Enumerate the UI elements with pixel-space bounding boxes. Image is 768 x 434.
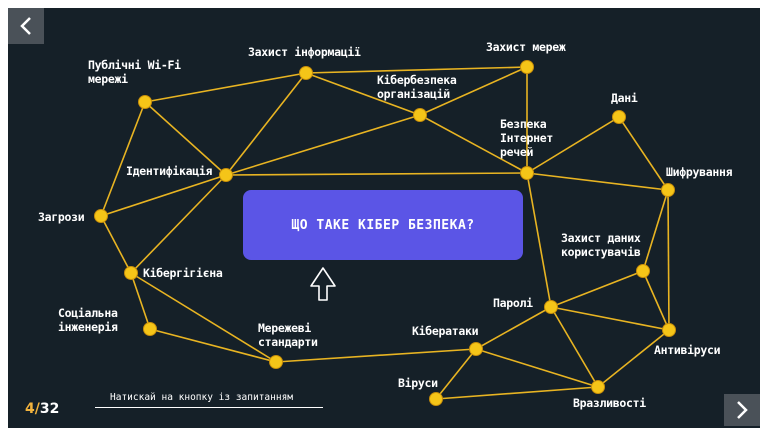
node-label-org: Кібербезпека організацій bbox=[377, 73, 457, 101]
graph-node-hygiene bbox=[124, 266, 138, 280]
graph-node-iot bbox=[520, 166, 534, 180]
network-graph bbox=[94, 60, 676, 406]
graph-edge bbox=[419, 114, 528, 174]
graph-edge bbox=[419, 66, 528, 116]
graph-edge bbox=[475, 348, 599, 388]
hint-text: Натискай на кнопку із запитанням bbox=[110, 392, 294, 403]
graph-edge bbox=[550, 306, 599, 388]
node-label-ident: Ідентифікація bbox=[126, 164, 213, 178]
page-separator: / bbox=[34, 401, 40, 417]
node-label-info: Захист інформації bbox=[248, 45, 361, 59]
graph-node-attacks bbox=[469, 342, 483, 356]
graph-edge bbox=[144, 101, 227, 176]
next-slide-button[interactable] bbox=[724, 394, 760, 426]
graph-edge bbox=[475, 306, 552, 350]
graph-edge bbox=[225, 72, 307, 176]
graph-node-wifi bbox=[138, 95, 152, 109]
node-label-encrypt: Шифрування bbox=[666, 165, 733, 179]
graph-edge bbox=[225, 172, 528, 176]
graph-node-encrypt bbox=[661, 183, 675, 197]
graph-node-net bbox=[520, 60, 534, 74]
graph-node-social bbox=[143, 322, 157, 336]
graph-node-ident bbox=[219, 168, 233, 182]
graph-edge bbox=[100, 215, 132, 274]
graph-node-vuln bbox=[591, 380, 605, 394]
graph-edge bbox=[667, 189, 670, 331]
graph-node-standards bbox=[269, 355, 283, 369]
node-label-data: Дані bbox=[611, 91, 638, 105]
graph-edge bbox=[618, 116, 669, 191]
graph-edge bbox=[435, 386, 599, 400]
graph-edge bbox=[526, 116, 620, 174]
graph-node-passwords bbox=[544, 300, 558, 314]
graph-node-data bbox=[612, 110, 626, 124]
page-counter: 4/32 bbox=[25, 401, 59, 417]
node-label-viruses: Віруси bbox=[398, 376, 438, 390]
graph-edge bbox=[305, 66, 528, 74]
graph-edge bbox=[435, 348, 477, 400]
graph-edge bbox=[149, 328, 277, 363]
hint-underline bbox=[95, 407, 323, 408]
prev-slide-button[interactable] bbox=[8, 8, 44, 44]
graph-edge bbox=[225, 114, 421, 176]
node-label-passwords: Паролі bbox=[493, 296, 533, 310]
graph-edge bbox=[275, 348, 477, 363]
graph-node-info bbox=[299, 66, 313, 80]
node-label-wifi: Публічні Wi-Fi мережі bbox=[88, 58, 181, 86]
graph-edge bbox=[550, 270, 644, 308]
node-label-net: Захист мереж bbox=[486, 40, 566, 54]
node-label-threat: Загрози bbox=[38, 210, 85, 224]
graph-edge bbox=[130, 272, 277, 363]
graph-edge bbox=[642, 189, 669, 272]
chevron-right-icon bbox=[737, 401, 748, 419]
graph-edge bbox=[130, 174, 227, 274]
chevron-left-icon bbox=[20, 17, 31, 35]
page-total: 32 bbox=[39, 401, 60, 417]
slide bbox=[8, 8, 760, 428]
node-label-vuln: Вразливості bbox=[573, 396, 646, 410]
question-button[interactable]: ЩО ТАКЕ КІБЕР БЕЗПЕКА? bbox=[243, 190, 523, 260]
node-label-antivirus: Антивіруси bbox=[654, 343, 721, 357]
node-label-standards: Мережеві стандарти bbox=[258, 321, 318, 349]
page-current: 4 bbox=[25, 401, 35, 417]
graph-node-threat bbox=[94, 209, 108, 223]
graph-edge bbox=[144, 72, 307, 103]
graph-node-org bbox=[413, 108, 427, 122]
graph-edge bbox=[100, 174, 227, 217]
graph-edge bbox=[305, 72, 421, 116]
graph-edge bbox=[597, 329, 670, 388]
graph-edge bbox=[550, 306, 670, 331]
graph-edge bbox=[526, 172, 669, 191]
graph-node-antivirus bbox=[662, 323, 676, 337]
pointer-arrow-icon bbox=[310, 267, 336, 301]
graph-node-userdata bbox=[636, 264, 650, 278]
graph-node-viruses bbox=[429, 392, 443, 406]
graph-edge bbox=[526, 172, 552, 308]
node-label-attacks: Кібератаки bbox=[412, 324, 479, 338]
graph-edge bbox=[642, 270, 670, 331]
graph-edge bbox=[100, 101, 146, 217]
question-button-label: ЩО ТАКЕ КІБЕР БЕЗПЕКА? bbox=[291, 217, 475, 233]
node-label-social: Соціальна інженерія bbox=[58, 306, 118, 334]
node-label-iot: Безпека Інтернет речей bbox=[500, 117, 553, 159]
graph-edge bbox=[130, 272, 151, 330]
node-label-hygiene: Кібергігієна bbox=[143, 266, 223, 280]
node-label-userdata: Захист даних користувачів bbox=[561, 231, 641, 259]
